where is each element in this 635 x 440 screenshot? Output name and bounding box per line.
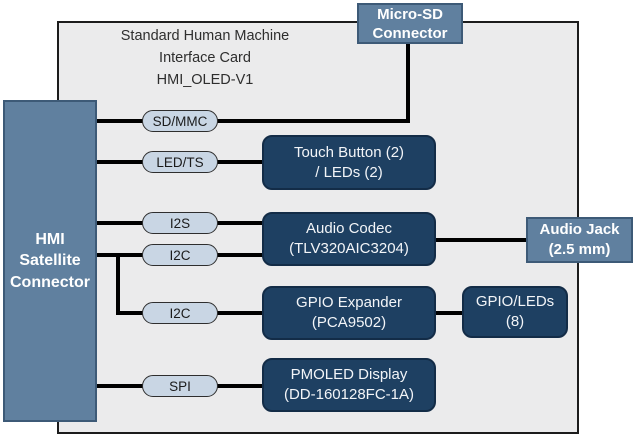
block-label-line-1: Touch Button (2) [293,143,405,161]
gpio-leds-block: GPIO/LEDs (8) [462,286,568,338]
bus-pill-i2s: I2S [142,212,218,234]
card-title-line-3: HMI_OLED-V1 [156,72,254,88]
block-label-line-1: GPIO Expander [296,294,402,311]
connector-label-line-1: HMI [35,230,65,248]
bus-pill-sd-mmc: SD/MMC [142,110,218,132]
micro-sd-connector-block: Micro-SD Connector [357,3,463,44]
wire-codec-to-jack [435,238,527,242]
hmi-satellite-connector-block: HMI Satellite Connector [3,100,97,422]
bus-label: SPI [169,378,191,394]
connector-label-line-1: Audio Jack [539,221,620,238]
connector-label-line-2: Connector [372,24,448,42]
audio-codec-block: Audio Codec (TLV320AIC3204) [262,212,436,266]
bus-label: I2C [169,247,191,263]
bus-pill-spi: SPI [142,375,218,397]
connector-label-line-3: Connector [10,273,90,291]
bus-label: LED/TS [156,154,204,170]
block-label-line-1: PMOLED Display [290,366,408,383]
pmoled-display-block: PMOLED Display (DD-160128FC-1A) [262,358,436,412]
wire-sd-mmc [97,119,410,123]
bus-pill-i2c-2: I2C [142,302,218,324]
bus-label: I2S [169,215,191,231]
card-title-line-1: Standard Human Machine [120,28,290,44]
block-label-line-2: (TLV320AIC3204) [289,240,409,257]
connector-label-line-1: Micro-SD [377,5,443,23]
wire-expander-to-leds [435,311,463,315]
block-label-line-2: (PCA9502) [311,314,387,331]
card-title: Standard Human Machine Interface Card HM… [88,25,322,91]
bus-pill-led-ts: LED/TS [142,151,218,173]
bus-label: I2C [169,305,191,321]
card-title-line-2: Interface Card [159,50,251,66]
audio-jack-block: Audio Jack (2.5 mm) [526,217,633,263]
block-label-line-1: GPIO/LEDs [475,293,555,310]
connector-label-line-2: (2.5 mm) [548,241,611,258]
touch-button-leds-block: Touch Button (2) / LEDs (2) [262,135,436,190]
bus-label: SD/MMC [152,113,208,129]
gpio-expander-block: GPIO Expander (PCA9502) [262,286,436,340]
block-label-line-1: Audio Codec [306,220,392,237]
block-label-line-2: (DD-160128FC-1A) [283,386,415,403]
wire-i2c-branch [116,253,120,315]
bus-pill-i2c-1: I2C [142,244,218,266]
block-label-line-2: (8) [505,313,525,330]
wire-micro-sd-drop [406,43,410,123]
connector-label-line-2: Satellite [19,252,81,270]
block-label-line-2: / LEDs (2) [315,163,383,181]
